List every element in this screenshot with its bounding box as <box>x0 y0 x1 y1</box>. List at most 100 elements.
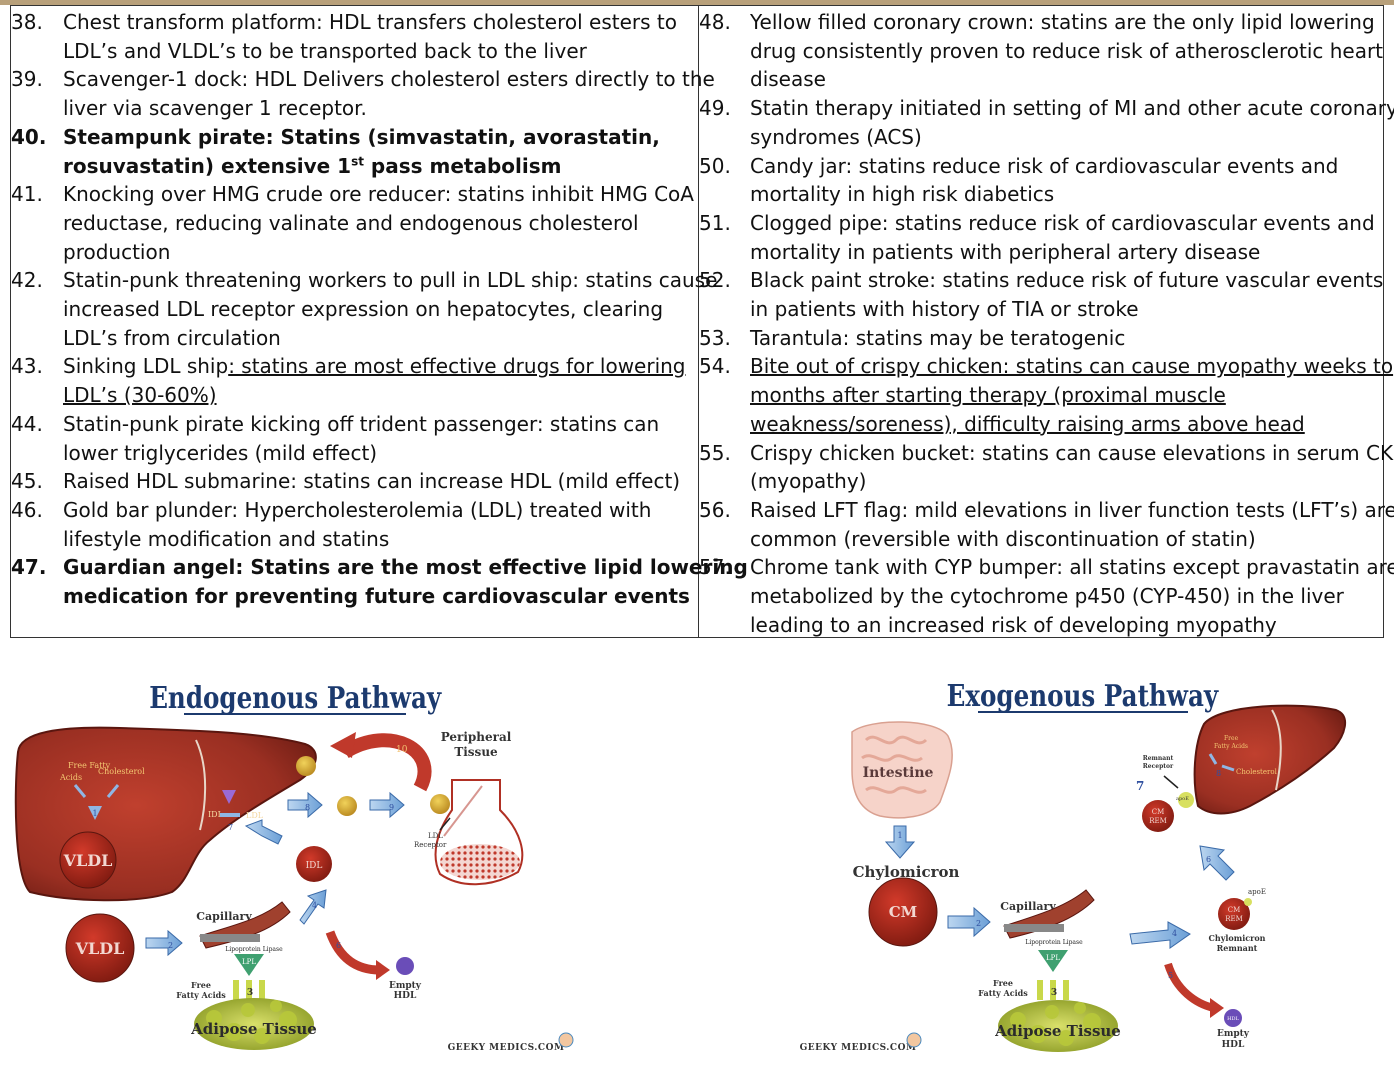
item-text: Raised LFT flag: mild elevations in live… <box>750 496 1394 553</box>
item-text-segment: lifestyle modification and statins <box>63 526 390 551</box>
item-text-segment: Guardian angel: Statins are the most eff… <box>63 555 748 580</box>
item-text-segment: Raised LFT flag: mild elevations in live… <box>750 497 1394 522</box>
item-text: Bite out of crispy chicken: statins can … <box>750 352 1393 438</box>
endo-capillary-label: Capillary <box>196 910 252 923</box>
exo-step-6-number: 6 <box>1206 855 1211 864</box>
exo-empty-label: Empty <box>1217 1029 1250 1039</box>
item-text-segment: syndromes (ACS) <box>750 124 922 149</box>
exo-liver-cholesterol-label: Cholesterol <box>1236 768 1278 776</box>
endogenous-title-underline <box>184 713 406 715</box>
item-text: Chrome tank with CYP bumper: all statins… <box>750 553 1394 639</box>
endo-lpl-triangle <box>234 954 264 976</box>
ldl-particle-3 <box>430 794 450 814</box>
tissue-label: Tissue <box>454 745 498 759</box>
item-number: 54. <box>699 354 731 379</box>
peripheral-tissue-cells <box>440 844 520 880</box>
item-number: 47. <box>11 555 47 580</box>
item-text: Chest transform platform: HDL transfers … <box>63 8 677 65</box>
exo-fatty-acids-label: Fatty Acids <box>978 988 1028 998</box>
step-2-arrow <box>145 929 183 957</box>
intestine-label: Intestine <box>863 765 934 781</box>
item-number: 38. <box>11 10 43 34</box>
endo-capillary-tube <box>200 934 260 942</box>
ldl-receptor-pointer <box>439 817 451 831</box>
intestine-shape <box>851 721 953 819</box>
step-6-curved-arrow <box>325 930 381 975</box>
left-column: 38. Chest transform platform: HDL transfe… <box>11 6 748 637</box>
right-column: 48.Yellow filled coronary crown: statins… <box>699 6 1394 637</box>
exo-liver-shape <box>1193 704 1347 815</box>
remnant-receptor-pointer <box>1163 775 1179 789</box>
remnant-receptor-label-1: Remnant <box>1143 755 1174 762</box>
item-number: 57. <box>699 555 731 580</box>
item-text: Statin-punk pirate kicking off trident p… <box>63 410 659 467</box>
item-text-segment: liver via scavenger 1 receptor. <box>63 96 367 121</box>
exo-step-2-number: 2 <box>976 919 981 928</box>
exo-liver-fatty-acids-label: Fatty Acids <box>1214 743 1248 750</box>
step-1-arrow <box>88 806 102 820</box>
item-text-segment: weakness/soreness), difficulty raising a… <box>750 411 1305 436</box>
endo-empty-label: Empty <box>389 981 422 991</box>
exo-lipoprotein-lipase-label: Lipoprotein Lipase <box>1025 939 1083 946</box>
vldl-circulating <box>65 913 135 983</box>
item-text: Clogged pipe: statins reduce risk of car… <box>750 209 1375 266</box>
item-text-segment: leading to an increased risk of developi… <box>750 612 1277 637</box>
item-text-segment: Clogged pipe: statins reduce risk of car… <box>750 210 1375 235</box>
exo-adipose-label: Adipose Tissue <box>994 1022 1121 1040</box>
item-text-segment: Raised HDL submarine: statins can increa… <box>63 469 681 494</box>
step-8-number: 8 <box>305 803 310 812</box>
item-text-segment: months after starting therapy (proximal … <box>750 383 1226 408</box>
item-text-segment: production <box>63 239 171 264</box>
cm-remnant-circulating <box>1218 898 1250 930</box>
exo-apoe-label-2: apoE <box>1176 796 1189 802</box>
item-number: 51. <box>699 210 731 235</box>
step-4-arrow <box>299 889 327 925</box>
item-text-segment: Yellow filled coronary crown: statins ar… <box>750 10 1375 34</box>
idl-particle <box>296 846 332 882</box>
item-number: 43. <box>11 354 43 379</box>
step-4-number: 4 <box>312 901 317 910</box>
endo-adipose-label: Adipose Tissue <box>190 1020 317 1038</box>
item-text-segment: Sinking LDL ship <box>63 354 229 379</box>
item-number: 40. <box>11 124 47 149</box>
item-text: Yellow filled coronary crown: statins ar… <box>750 8 1383 94</box>
chylomicron-label: Chylomicron <box>853 863 960 881</box>
exo-step-5-curved-arrow <box>1164 962 1216 1012</box>
item-text-segment: Knocking over HMG crude ore reducer: sta… <box>63 182 694 207</box>
item-text: Raised HDL submarine: statins can increa… <box>63 467 680 496</box>
item-text: Sinking LDL ship: statins are most effec… <box>63 352 686 409</box>
step-6-arrowhead <box>376 960 390 980</box>
peripheral-label: Peripheral <box>441 730 512 744</box>
step-2-number: 2 <box>168 941 173 950</box>
item-text-segment: Candy jar: statins reduce risk of cardio… <box>750 153 1339 178</box>
vldl-liver-label: VLDL <box>63 851 113 870</box>
exo-apoe-label-1: apoE <box>1248 888 1266 896</box>
liver-inner-arrows <box>73 784 120 798</box>
exo-step-6-arrow <box>1199 845 1235 881</box>
item-text-segment: st <box>351 153 364 168</box>
item-number: 41. <box>11 182 43 207</box>
step-7-triangle <box>222 790 236 804</box>
endo-watermark: GEEKY MEDICS.COM <box>448 1043 565 1053</box>
empty-hdl-particle <box>396 957 414 975</box>
exo-hdl-particle <box>1224 1009 1242 1027</box>
item-text-segment: LDL’s and VLDL’s to be transported back … <box>63 38 587 63</box>
item-text: Knocking over HMG crude ore reducer: sta… <box>63 180 694 266</box>
liver-shape <box>14 726 317 902</box>
endogenous-title: Endogenous Pathway <box>149 681 442 716</box>
item-text-segment: disease <box>750 67 826 92</box>
item-number: 45. <box>11 469 43 494</box>
item-text-segment: Black paint stroke: statins reduce risk … <box>750 268 1384 293</box>
step-9-number: 9 <box>389 803 394 812</box>
item-text-segment: Statin-punk threatening workers to pull … <box>63 268 718 293</box>
exo-step-8-number: 8 <box>1216 769 1221 778</box>
item-number: 42. <box>11 268 43 293</box>
endo-adipose-tissue <box>194 998 314 1050</box>
item-number: 50. <box>699 153 731 178</box>
item-text: Statin-punk threatening workers to pull … <box>63 266 717 352</box>
idl-label: IDL <box>306 861 323 871</box>
ldl-particle-1 <box>296 756 316 776</box>
exogenous-pathway-diagram: Exogenous Pathway Intestine 1 Chylomicro… <box>800 679 1347 1053</box>
item-number: 56. <box>699 497 731 522</box>
exo-step-1-arrow <box>884 825 916 859</box>
